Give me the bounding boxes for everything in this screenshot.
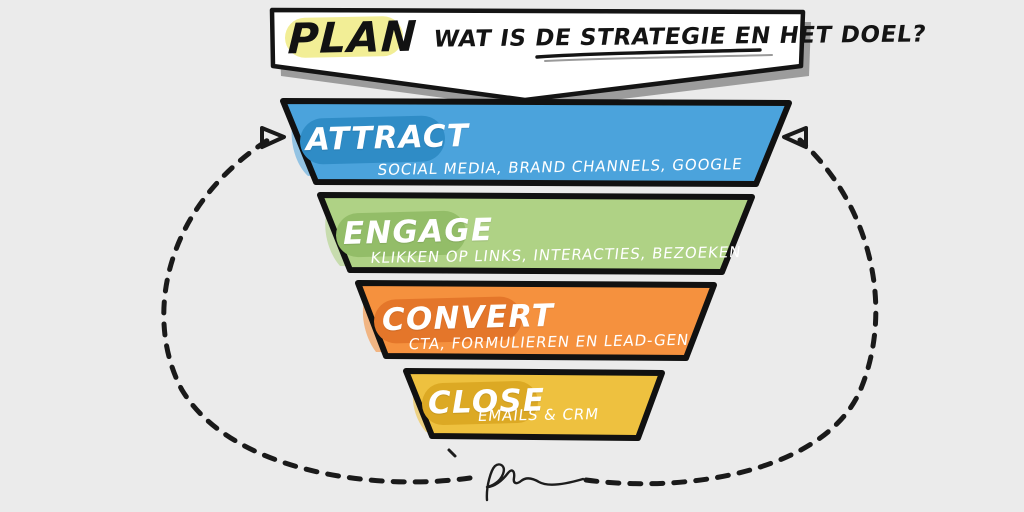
- attract-label-pill: [300, 115, 445, 165]
- funnel-stage-attract[interactable]: [280, 98, 792, 187]
- engage-label-pill: [336, 210, 466, 258]
- right-arrow-path: [583, 137, 879, 487]
- funnel-stage-engage[interactable]: [317, 192, 755, 275]
- left-arrow-path: [161, 137, 473, 485]
- right-loop-arrow: [583, 126, 879, 487]
- plan-banner: [269, 7, 811, 110]
- left-arrowhead-icon: [260, 126, 286, 149]
- funnel-stage-close[interactable]: [403, 368, 665, 441]
- question-underline: [535, 48, 762, 59]
- close-label-pill: [422, 381, 538, 425]
- right-arrowhead-icon: [782, 126, 808, 149]
- left-loop-arrow: [161, 126, 473, 485]
- question-underline-shadow: [544, 54, 773, 62]
- signature-stroke: [485, 463, 585, 502]
- signature-mark: [447, 448, 585, 502]
- signature-tick: [447, 448, 457, 458]
- banner-body: [269, 7, 806, 103]
- convert-label-pill: [374, 296, 522, 344]
- funnel-stage-convert[interactable]: [355, 280, 717, 361]
- plan-highlight: [285, 16, 403, 58]
